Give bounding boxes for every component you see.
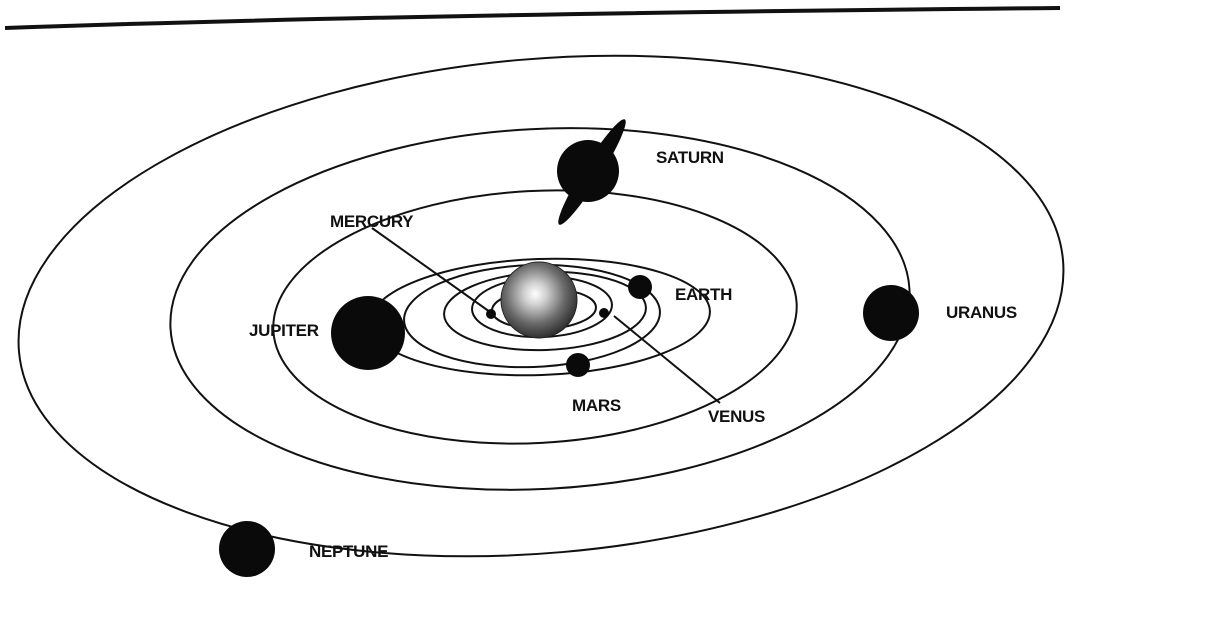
page-edge-line — [5, 8, 1060, 28]
saturn-planet — [552, 115, 633, 230]
label-uranus: URANUS — [946, 303, 1017, 322]
label-saturn: SATURN — [656, 148, 724, 167]
label-mercury: MERCURY — [330, 212, 414, 231]
sun — [501, 262, 577, 338]
neptune-planet — [219, 521, 275, 577]
label-venus: VENUS — [708, 407, 765, 426]
jupiter-planet — [331, 296, 405, 370]
mars-planet — [566, 353, 590, 377]
venus-leader-line — [614, 316, 720, 403]
label-mars: MARS — [572, 396, 621, 415]
uranus-planet — [863, 285, 919, 341]
mercury-leader-line — [372, 228, 490, 312]
label-jupiter: JUPITER — [249, 321, 319, 340]
venus-planet — [599, 308, 609, 318]
label-earth: EARTH — [675, 285, 732, 304]
label-neptune: NEPTUNE — [309, 542, 388, 561]
earth-planet — [628, 275, 652, 299]
mercury-planet — [486, 309, 496, 319]
